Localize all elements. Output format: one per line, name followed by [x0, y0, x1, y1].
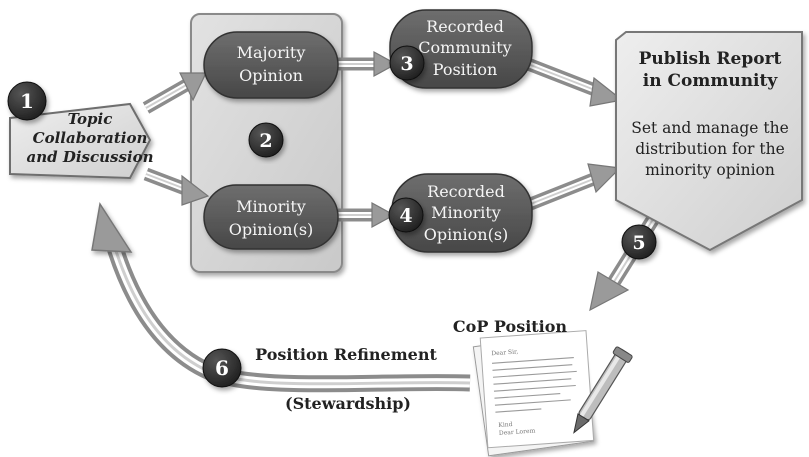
arrow-minority-recorded-to-publish: [525, 163, 622, 212]
recorded-community-line-1: Recorded: [426, 17, 504, 36]
step-number-5: 5: [632, 232, 645, 254]
cop-document-icon: Dear Sir, Kind Dear Lorem: [472, 330, 633, 457]
recorded-community-line-2: Community: [418, 38, 511, 57]
refinement-label: Position Refinement: [255, 345, 437, 364]
step-badge-3: [389, 45, 425, 81]
recorded-minority-line-2: Minority: [431, 203, 501, 222]
publish-title-2: in Community: [643, 71, 779, 91]
document-sign-1: Kind: [498, 421, 513, 429]
topic-line-1: Topic: [68, 110, 113, 128]
topic-line-2: Collaboration: [33, 129, 148, 147]
step-number-4: 4: [399, 205, 412, 227]
step-badge-4: [388, 197, 424, 233]
step-number-2: 2: [259, 130, 272, 152]
majority-opinion-node: [203, 31, 339, 99]
cop-position-label: CoP Position: [453, 317, 568, 336]
step-badge-2: [248, 122, 284, 158]
recorded-minority-line-1: Recorded: [427, 182, 505, 201]
step-badge-1: [7, 81, 47, 121]
step-number-6: 6: [215, 356, 229, 380]
recorded-community-node: [389, 9, 533, 89]
step-number-3: 3: [400, 53, 413, 75]
publish-title-1: Publish Report: [639, 49, 782, 69]
document-sign-2: Dear Lorem: [499, 427, 536, 437]
pen-icon: [573, 346, 633, 434]
recorded-community-line-3: Position: [433, 60, 498, 79]
minority-line-1: Minority: [236, 197, 306, 216]
publish-body-3: minority opinion: [645, 161, 775, 179]
arrow-majority-to-recorded: [338, 50, 398, 78]
minority-line-2: Opinion(s): [229, 220, 314, 239]
arrow-topic-to-majority: [142, 72, 207, 114]
refinement-sublabel: (Stewardship): [285, 394, 411, 413]
publish-body-2: distribution for the: [635, 140, 785, 158]
step-badge-5: [621, 224, 657, 260]
majority-line-1: Majority: [237, 43, 306, 62]
topic-line-3: and Discussion: [26, 148, 153, 166]
step-number-1: 1: [20, 89, 34, 113]
arrow-community-to-publish: [525, 57, 624, 107]
arrow-publish-to-document: [589, 204, 666, 312]
publish-report-node: [615, 31, 803, 252]
topic-discussion-node: [9, 102, 152, 180]
arrow-topic-to-minority: [143, 167, 210, 206]
arrow-minority-to-recorded: [338, 201, 396, 229]
step-badge-6: [202, 348, 242, 388]
publish-body-1: Set and manage the: [631, 119, 789, 137]
recorded-minority-line-3: Opinion(s): [424, 225, 509, 244]
minority-opinion-node: [203, 184, 339, 250]
majority-line-2: Opinion: [239, 66, 303, 85]
document-heading: Dear Sir,: [491, 348, 518, 357]
